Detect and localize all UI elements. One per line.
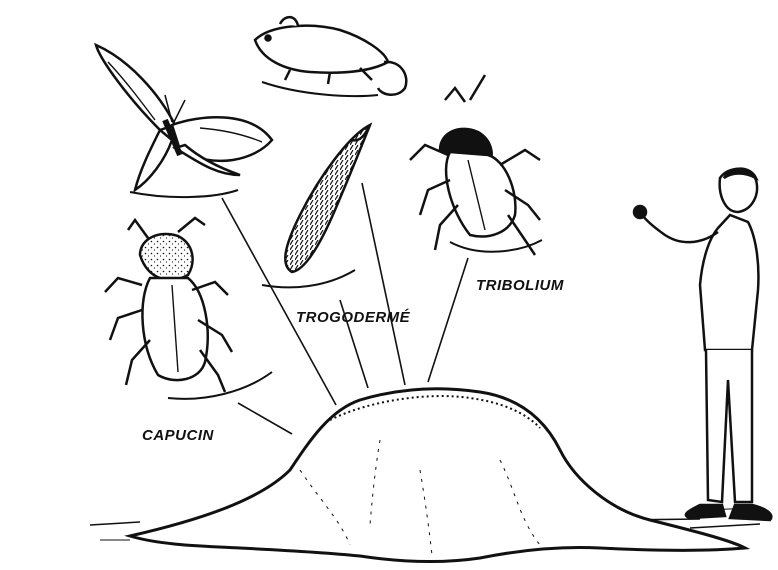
label-tribolium: TRIBOLIUM bbox=[476, 277, 564, 294]
label-trogoderme: TROGODERMÉ bbox=[296, 309, 411, 326]
grain-heap-icon bbox=[130, 389, 745, 562]
person-icon bbox=[634, 169, 771, 520]
larva-icon bbox=[262, 125, 370, 287]
label-capucin: CAPUCIN bbox=[142, 427, 215, 444]
beetle-icon bbox=[105, 218, 272, 399]
beetle-icon bbox=[410, 75, 542, 255]
moth-icon bbox=[96, 45, 272, 197]
mouse-icon bbox=[255, 17, 406, 96]
